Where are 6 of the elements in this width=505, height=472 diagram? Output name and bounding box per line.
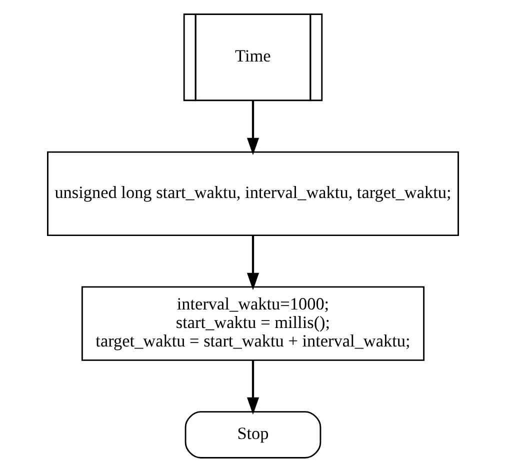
arrow — [246, 235, 259, 290]
arrow — [246, 360, 259, 415]
node-box: unsigned long start_waktu, interval_waktu, target_waktu; — [46, 151, 458, 236]
node-box: interval_waktu=1000; start_waktu = millis(); target_waktu = start_waktu + interval_waktu; — [80, 286, 424, 361]
node-box: Stop — [184, 411, 321, 458]
arrow — [246, 100, 259, 156]
